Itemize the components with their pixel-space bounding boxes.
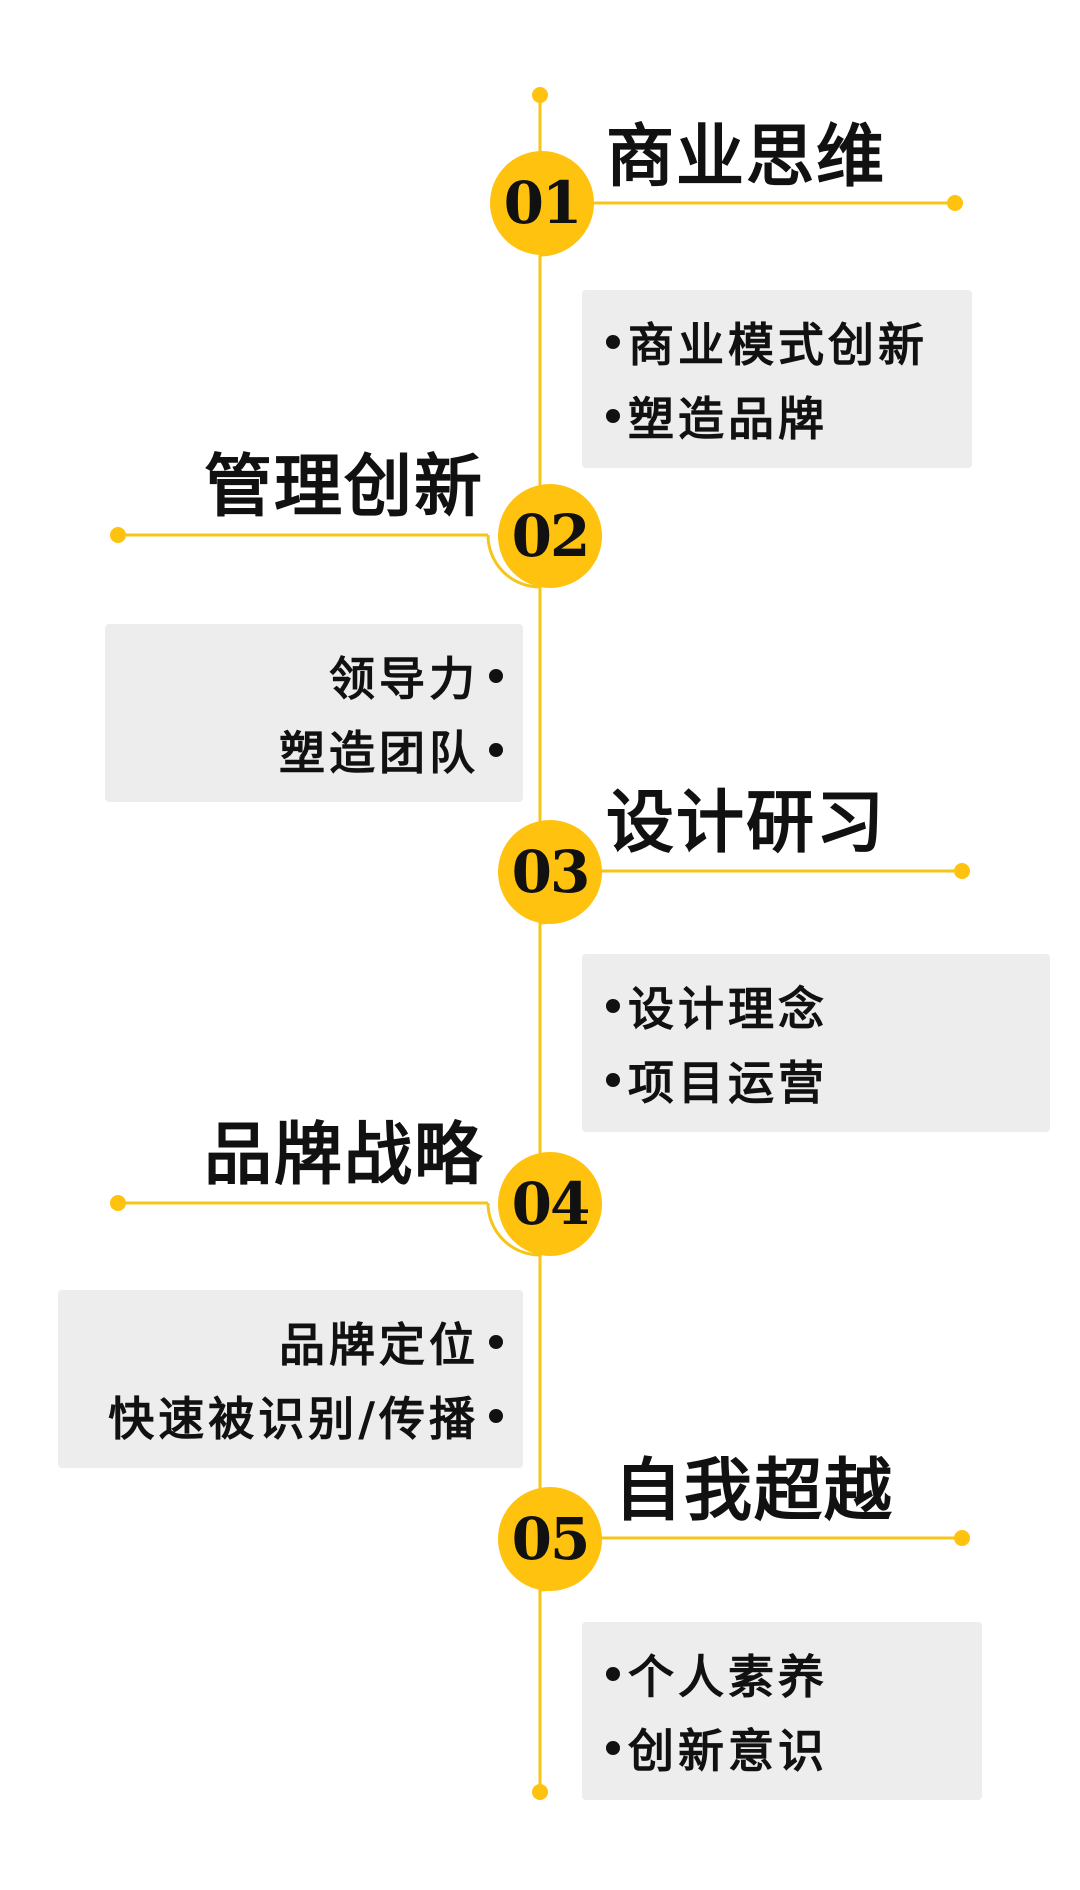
bullet-text: 商业模式创新 <box>628 318 928 372</box>
bullet-text: 塑造品牌 <box>628 392 828 446</box>
connector-end-dot-01 <box>947 195 963 211</box>
connector-end-dot-04 <box>110 1195 126 1211</box>
bullet-text: 品牌定位 <box>279 1318 479 1372</box>
section-content-box: 商业模式创新 塑造品牌 <box>582 290 972 468</box>
bullet-item: 设计理念 <box>582 969 1050 1043</box>
section-number-badge: 05 <box>498 1487 602 1591</box>
section-content-box: 领导力 塑造团队 <box>105 624 523 802</box>
section-title: 管理创新 <box>203 448 484 527</box>
section-content-box: 个人素养 创新意识 <box>582 1622 982 1800</box>
spine-bottom-dot <box>532 1784 548 1800</box>
bullet-dot-icon <box>606 999 620 1013</box>
bullet-dot-icon <box>606 1741 620 1755</box>
bullet-dot-icon <box>489 1335 503 1349</box>
bullet-text: 个人素养 <box>628 1650 828 1704</box>
section-number-badge: 04 <box>498 1152 602 1256</box>
bullet-item: 品牌定位 <box>58 1305 523 1379</box>
bullet-item: 领导力 <box>105 639 523 713</box>
connector-arc-04 <box>486 1202 541 1257</box>
section-title: 商业思维 <box>606 118 887 197</box>
spine-top-dot <box>532 87 548 103</box>
connector-end-dot-05 <box>954 1530 970 1546</box>
connector-arc-02 <box>486 534 541 589</box>
bullet-dot-icon <box>606 335 620 349</box>
bullet-item: 快速被识别/传播 <box>58 1379 523 1453</box>
bullet-text: 快速被识别/传播 <box>108 1392 479 1446</box>
bullet-text: 塑造团队 <box>279 726 479 780</box>
bullet-item: 项目运营 <box>582 1043 1050 1117</box>
section-number-badge: 03 <box>498 820 602 924</box>
bullet-text: 设计理念 <box>628 982 828 1036</box>
section-title: 品牌战略 <box>203 1116 484 1195</box>
connector-end-dot-03 <box>954 863 970 879</box>
section-content-box: 品牌定位 快速被识别/传播 <box>58 1290 523 1468</box>
bullet-item: 塑造团队 <box>105 713 523 787</box>
bullet-item: 创新意识 <box>582 1711 982 1785</box>
bullet-dot-icon <box>606 409 620 423</box>
connector-end-dot-02 <box>110 527 126 543</box>
bullet-dot-icon <box>489 1409 503 1423</box>
bullet-dot-icon <box>489 743 503 757</box>
bullet-text: 领导力 <box>329 652 479 706</box>
bullet-text: 项目运营 <box>628 1056 828 1110</box>
section-title: 自我超越 <box>614 1452 895 1531</box>
bullet-dot-icon <box>489 669 503 683</box>
bullet-text: 创新意识 <box>628 1724 828 1778</box>
section-title: 设计研习 <box>606 784 887 863</box>
bullet-item: 塑造品牌 <box>582 379 972 453</box>
bullet-dot-icon <box>606 1073 620 1087</box>
section-number-badge: 01 <box>490 151 594 255</box>
bullet-item: 商业模式创新 <box>582 305 972 379</box>
section-number-badge: 02 <box>498 484 602 588</box>
section-content-box: 设计理念 项目运营 <box>582 954 1050 1132</box>
bullet-item: 个人素养 <box>582 1637 982 1711</box>
bullet-dot-icon <box>606 1667 620 1681</box>
